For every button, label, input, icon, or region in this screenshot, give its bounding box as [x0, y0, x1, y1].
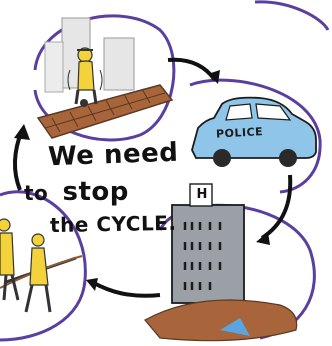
ground-tiles [36, 84, 174, 139]
headline-line-3: the CYCLE. [49, 210, 177, 238]
stretcher-figures-icon [0, 218, 83, 313]
cycle-arrow-icon [91, 280, 161, 298]
headline-line-1: We need [47, 137, 179, 173]
headline-stop-highlight: stop [52, 177, 142, 209]
hospital-sign: H [196, 187, 208, 202]
headline-stop: stop [62, 177, 129, 207]
scene-circle-top-right [254, 0, 330, 31]
cycle-arrow-icon [13, 129, 24, 191]
top-scene [36, 17, 174, 139]
hospital-building-icon [144, 183, 298, 342]
headline-line-2: to stop [24, 177, 142, 209]
cycle-arrow-icon [260, 174, 293, 240]
scene-circle-right [189, 78, 322, 194]
figure-arrested-icon [67, 47, 103, 107]
police-car-icon [191, 96, 317, 167]
headline: We need to stop the CYCLE. [22, 137, 222, 240]
scene-circle-left [0, 190, 87, 342]
headline-to: to [24, 181, 49, 205]
